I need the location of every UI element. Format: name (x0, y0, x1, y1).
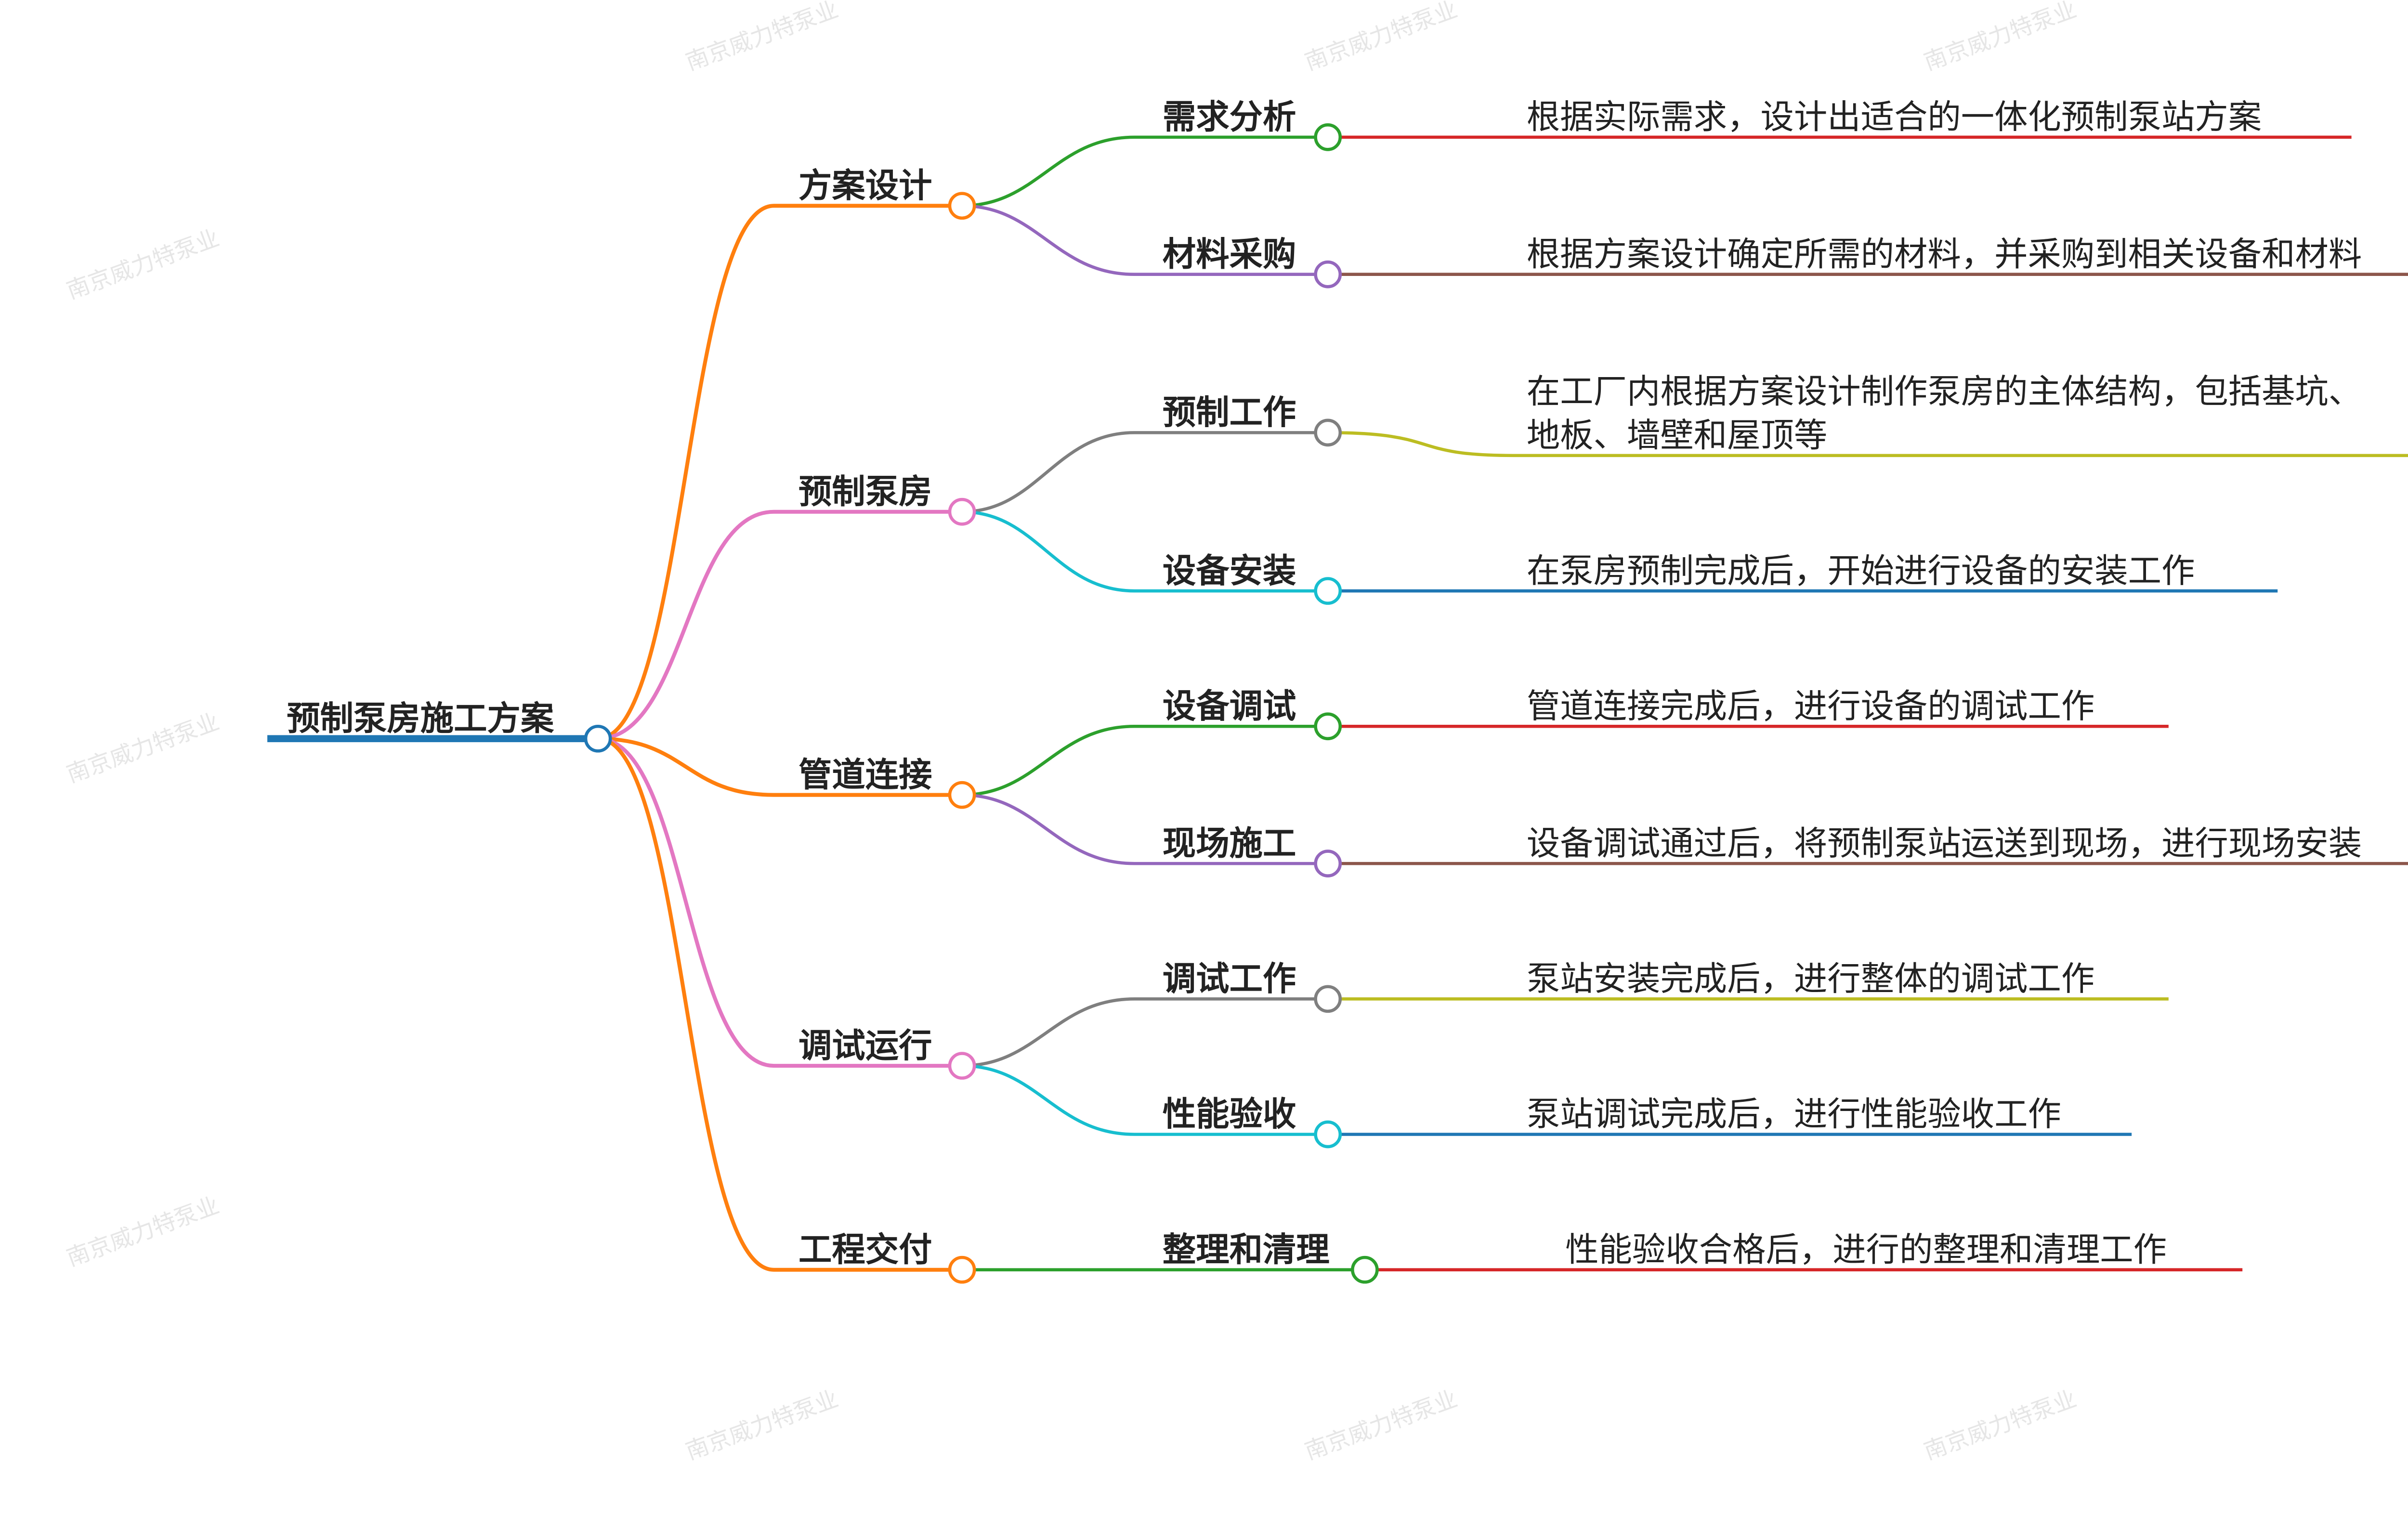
description-text: 地板、墙壁和屋顶等 (1527, 417, 1827, 455)
sub-topic-label[interactable]: 性能验收 (1163, 1095, 1296, 1134)
collapse-toggle[interactable] (1314, 123, 1342, 151)
sub-topic-label[interactable]: 预制工作 (1163, 393, 1296, 432)
sub-branch-connector (962, 1064, 1328, 1136)
sub-branch-connector (962, 431, 1328, 514)
sub-topic-label[interactable]: 需求分析 (1163, 98, 1296, 137)
sub-topic-label[interactable]: 设备调试 (1163, 687, 1296, 726)
sub-branch-connector (962, 204, 1328, 276)
description-text: 在泵房预制完成后，开始进行设备的安装工作 (1527, 552, 2195, 590)
collapse-toggle[interactable] (1314, 577, 1342, 605)
watermark: 南京威力特泵业 (682, 1385, 842, 1465)
description-text: 在工厂内根据方案设计制作泵房的主体结构，包括基坑、 (1527, 372, 2362, 411)
watermark: 南京威力特泵业 (1921, 0, 2080, 76)
sub-topic-label[interactable]: 设备安装 (1163, 552, 1296, 590)
sub-topic-label[interactable]: 调试工作 (1163, 960, 1296, 998)
description-text: 性能验收合格后，进行的整理和清理工作 (1565, 1230, 2167, 1269)
topic-label[interactable]: 方案设计 (798, 167, 932, 205)
description-text: 根据方案设计确定所需的材料，并采购到相关设备和材料 (1527, 235, 2362, 274)
branch-connector (598, 736, 962, 1272)
root-topic-label[interactable]: 预制泵房施工方案 (287, 700, 554, 738)
collapse-toggle[interactable] (948, 192, 976, 220)
branch-connector (598, 510, 962, 741)
sub-branch-connector (962, 997, 1328, 1068)
collapse-toggle[interactable] (948, 497, 976, 526)
branch-connector (598, 736, 962, 1068)
sub-topic-label[interactable]: 整理和清理 (1163, 1230, 1330, 1269)
description-text: 泵站安装完成后，进行整体的调试工作 (1527, 960, 2094, 998)
collapse-toggle[interactable] (1351, 1255, 1379, 1284)
collapse-toggle[interactable] (948, 1255, 976, 1284)
collapse-toggle[interactable] (1314, 849, 1342, 877)
collapse-toggle[interactable] (1314, 712, 1342, 741)
sub-branch-connector (962, 724, 1328, 797)
collapse-toggle[interactable] (948, 1052, 976, 1080)
watermark: 南京威力特泵业 (682, 0, 842, 76)
collapse-toggle[interactable] (1314, 1120, 1342, 1149)
sub-topic-label[interactable]: 现场施工 (1163, 824, 1296, 863)
collapse-toggle[interactable] (1314, 418, 1342, 447)
topic-label[interactable]: 工程交付 (798, 1230, 932, 1269)
branch-connector (598, 204, 962, 741)
topic-label[interactable]: 管道连接 (798, 756, 932, 794)
description-text: 泵站调试完成后，进行性能验收工作 (1527, 1095, 2061, 1134)
branch-connector (598, 736, 962, 797)
watermark: 南京威力特泵业 (63, 708, 222, 788)
collapse-toggle[interactable] (1314, 260, 1342, 288)
watermark: 南京威力特泵业 (63, 1192, 222, 1271)
leaf-underline (1328, 431, 2408, 457)
description-text: 管道连接完成后，进行设备的调试工作 (1527, 687, 2094, 726)
watermark: 南京威力特泵业 (1921, 1385, 2080, 1465)
description-text: 设备调试通过后，将预制泵站运送到现场，进行现场安装 (1527, 824, 2362, 863)
watermark: 南京威力特泵业 (1301, 1385, 1461, 1465)
description-text: 根据实际需求，设计出适合的一体化预制泵站方案 (1527, 98, 2262, 137)
collapse-toggle[interactable] (584, 724, 612, 753)
sub-branch-connector (962, 135, 1328, 208)
collapse-toggle[interactable] (948, 781, 976, 809)
topic-label[interactable]: 调试运行 (798, 1027, 932, 1065)
collapse-toggle[interactable] (1314, 985, 1342, 1013)
topic-label[interactable]: 预制泵房 (798, 472, 932, 511)
watermark: 南京威力特泵业 (1301, 0, 1461, 76)
watermark: 南京威力特泵业 (63, 225, 222, 304)
sub-branch-connector (962, 510, 1328, 593)
sub-topic-label[interactable]: 材料采购 (1163, 235, 1296, 274)
sub-branch-connector (962, 793, 1328, 865)
